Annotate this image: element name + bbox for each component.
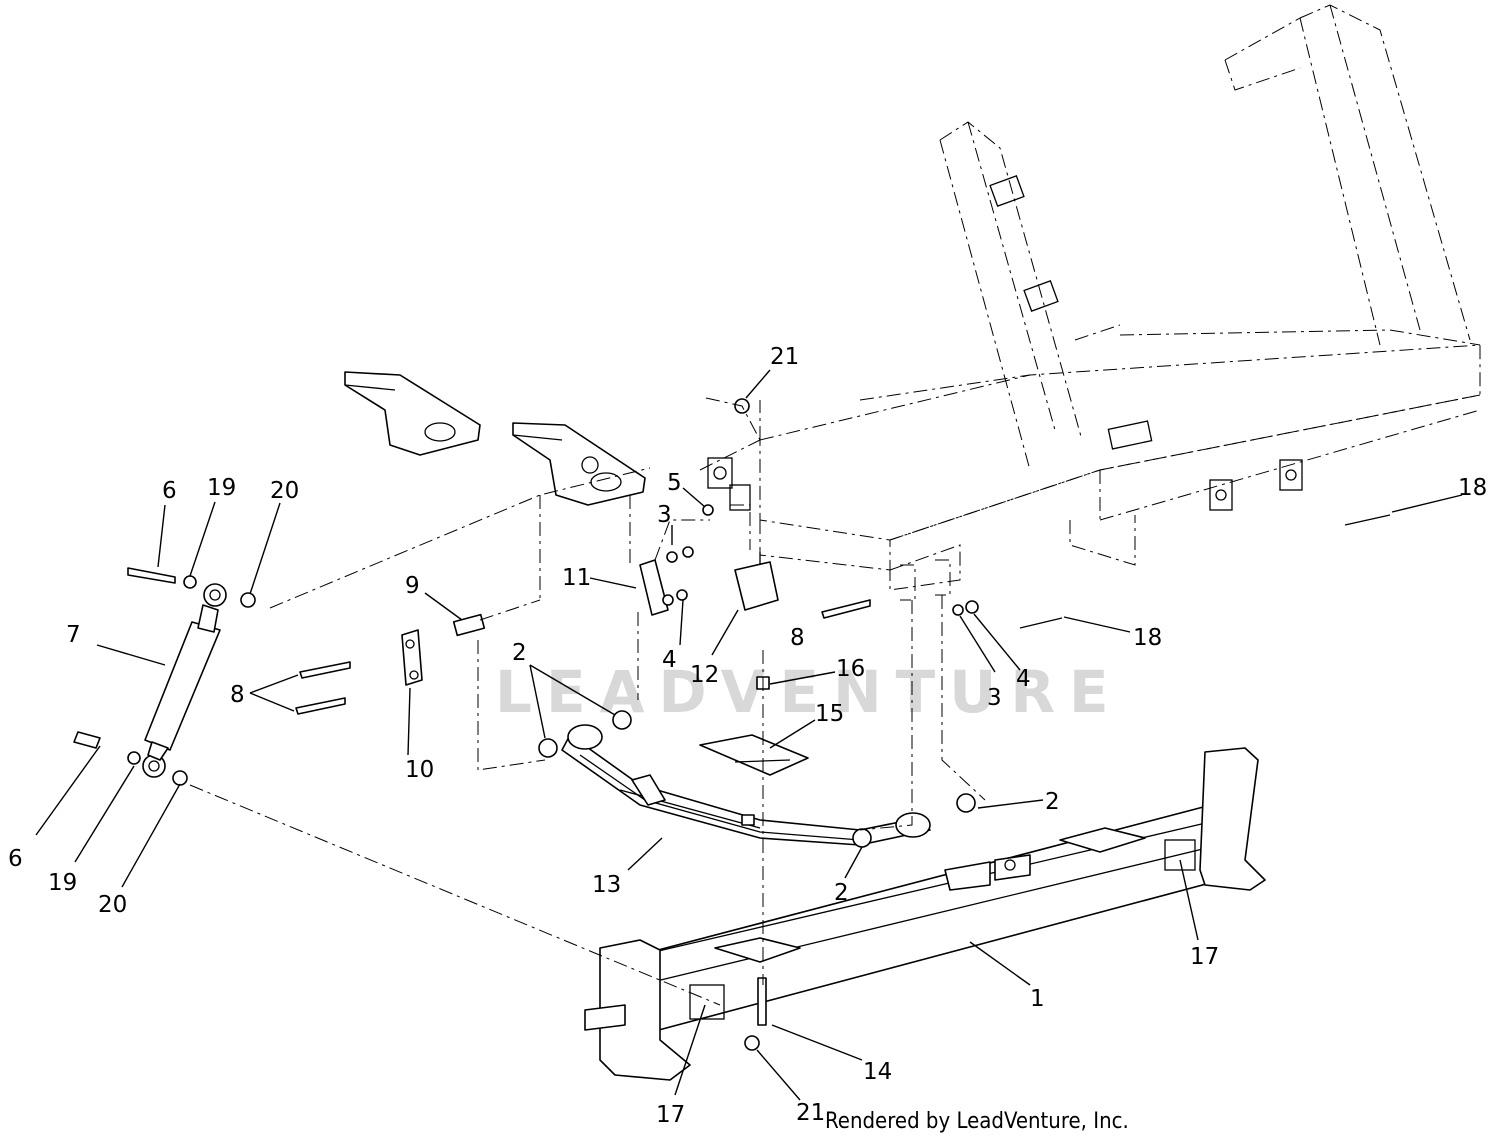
callout-label: 20 [98, 892, 127, 918]
callout-leaders [35, 369, 1463, 1101]
callout-label: 18 [1133, 625, 1162, 651]
front-axle-beam [584, 747, 1266, 1081]
credit-text: Rendered by LeadVenture, Inc. [825, 1109, 1129, 1134]
callout-label: 1 [1030, 986, 1045, 1012]
callout-label: 17 [656, 1102, 685, 1128]
callout-label: 2 [1045, 789, 1060, 815]
shock-absorber [73, 567, 256, 786]
callout-label: 6 [8, 846, 23, 872]
callout-label: 17 [1190, 944, 1219, 970]
callout-label: 21 [770, 344, 799, 370]
callout-label: 8 [230, 682, 245, 708]
callout-label: 5 [667, 470, 682, 496]
callout-label: 19 [207, 475, 236, 501]
callout-label: 16 [836, 656, 865, 682]
callout-label: 2 [512, 640, 527, 666]
callout-label: 18 [1458, 475, 1487, 501]
callout-label: 9 [405, 573, 420, 599]
callout-label: 7 [66, 622, 81, 648]
hardware [295, 398, 1391, 1051]
callout-label: 10 [405, 757, 434, 783]
callout-label: 3 [987, 685, 1002, 711]
callout-label: 3 [657, 502, 672, 528]
watermark: LEADVENTURE [495, 658, 1123, 726]
callout-label: 4 [1016, 666, 1031, 692]
callout-label: 8 [790, 625, 805, 651]
leaf-spring [538, 710, 976, 848]
callout-label: 20 [270, 478, 299, 504]
assembly-lines [189, 397, 986, 1006]
callout-label: 11 [562, 565, 591, 591]
callout-label: 21 [796, 1100, 825, 1126]
callout-label: 14 [863, 1059, 892, 1085]
callout-label: 19 [48, 870, 77, 896]
callout-label: 4 [662, 647, 677, 673]
callout-label: 12 [690, 662, 719, 688]
callout-label: 6 [162, 478, 177, 504]
callout-label: 13 [592, 872, 621, 898]
callout-label: 15 [815, 701, 844, 727]
front-spring-hangers [344, 371, 646, 506]
callout-label: 2 [834, 880, 849, 906]
main-frame [699, 4, 1481, 601]
callout-labels: 21 5 3 6 19 20 11 9 7 8 8 4 12 2 16 15 1… [8, 344, 1487, 1128]
